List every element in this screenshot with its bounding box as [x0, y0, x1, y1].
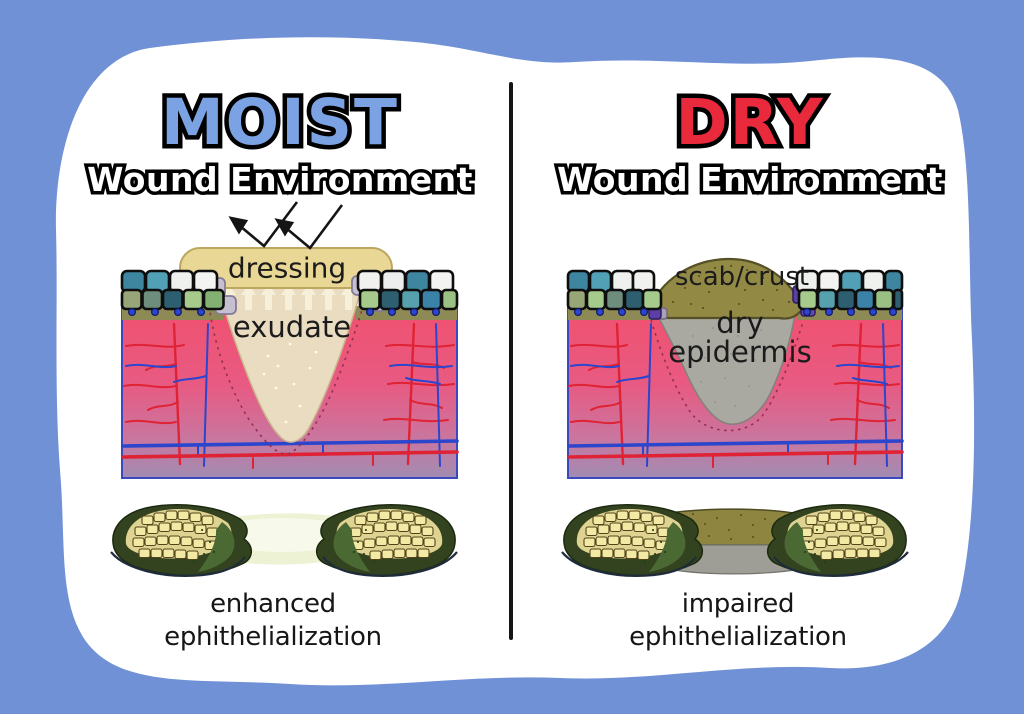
- epithelial-cell-mound-right: [315, 503, 459, 577]
- enhanced-caption: enhanced ephithelialization: [164, 589, 382, 652]
- blood-vessels: [567, 322, 904, 468]
- dry-epidermis-label-line1: dry: [716, 306, 764, 340]
- blood-vessels: [121, 322, 459, 469]
- dry-subtitle: Wound Environment Wound Environment: [554, 157, 946, 203]
- moist-wound-diagram: [120, 201, 459, 479]
- basal-anchor-dots: [128, 307, 441, 316]
- dry-epidermis-label-line2: epidermis: [668, 335, 812, 369]
- scab-crust-label: scab/crust: [674, 262, 810, 292]
- impaired-epithelialization-illustration: [560, 503, 910, 577]
- epithelial-cell-mound-right: [766, 503, 910, 577]
- moist-subtitle: Wound Environment Wound Environment: [84, 157, 476, 203]
- panel-divider: [509, 82, 513, 640]
- moisture-exchange-arrows-icon: [228, 201, 344, 250]
- basal-anchor-dots: [574, 307, 898, 316]
- epithelial-cell-mound-left: [560, 503, 704, 577]
- epithelial-cell-mound-left: [109, 503, 253, 577]
- epidermis-cells: [566, 269, 904, 311]
- dry-epidermis-shape: [650, 313, 804, 432]
- epidermis-cells: [120, 269, 459, 311]
- dry-wound-diagram: [566, 257, 904, 479]
- dressing-label: dressing: [227, 251, 347, 285]
- exudate-label: exudate: [232, 310, 352, 344]
- moist-title: MOIST MOIST MOIST: [152, 77, 406, 168]
- dressing-shape: [179, 247, 393, 289]
- dry-title: DRY DRY DRY: [667, 77, 832, 168]
- enhanced-epithelialization-illustration: [109, 503, 459, 577]
- exudate-area: [207, 273, 371, 455]
- impaired-caption: impaired ephithelialization: [629, 589, 847, 652]
